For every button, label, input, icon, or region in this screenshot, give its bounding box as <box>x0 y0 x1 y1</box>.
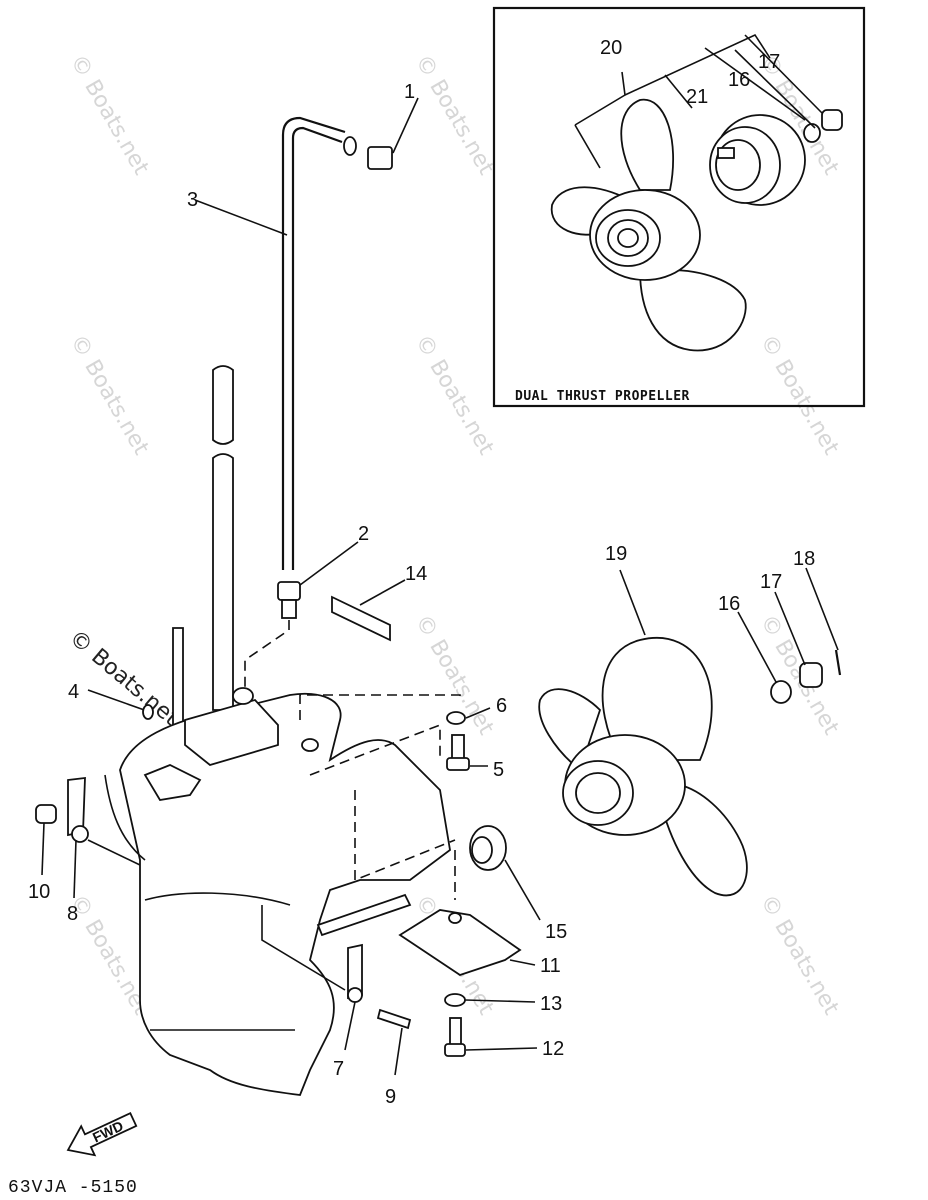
washer-part-13 <box>444 993 536 1007</box>
grommet-part-15 <box>469 825 541 921</box>
inset-label: DUAL THRUST PROPELLER <box>515 389 690 404</box>
callout-layer: 1 2 3 4 5 6 7 8 9 10 11 12 13 14 15 16 1… <box>28 37 815 1108</box>
callout-label: 19 <box>605 543 627 565</box>
water-hose <box>194 116 357 570</box>
callout-label: 5 <box>493 759 504 781</box>
part-14 <box>331 579 406 642</box>
watermark: © Boats.net <box>65 331 154 460</box>
callout-label: 21 <box>686 86 708 108</box>
callout-label: 13 <box>540 993 562 1015</box>
callout-label: 3 <box>187 189 198 211</box>
bolt-part-5 <box>446 734 488 771</box>
callout-label: 15 <box>545 921 567 943</box>
callout-label: 16 <box>718 593 740 615</box>
nut-part-10 <box>35 804 57 876</box>
watermark: © Boats.net <box>410 331 499 460</box>
callout-label: 20 <box>600 37 622 59</box>
callout-label: 4 <box>68 681 79 703</box>
trim-tab-part-11 <box>398 909 536 976</box>
callout-label: 7 <box>333 1058 344 1080</box>
callout-label: 14 <box>405 563 427 585</box>
washer-part-6 <box>446 707 491 725</box>
bolt-part-12 <box>444 1017 538 1057</box>
callout-label: 12 <box>542 1038 564 1060</box>
screw-part-9 <box>376 1008 412 1076</box>
diagram-code: 63VJA -5150 <box>8 1178 138 1198</box>
watermark-overlay: © Boats.net <box>64 625 183 731</box>
nut-part-17 <box>774 591 823 688</box>
fwd-label: FWD <box>90 1117 126 1145</box>
watermark: © Boats.net <box>755 331 844 460</box>
inset-nut <box>821 109 843 131</box>
callout-label: 2 <box>358 523 369 545</box>
callout-label: 8 <box>67 903 78 925</box>
inset-frame <box>492 6 866 408</box>
inset-dual-thrust-propeller: DUAL THRUST PROPELLER <box>492 6 866 408</box>
anode-part-8 <box>67 776 141 899</box>
callout-label: 18 <box>793 548 815 570</box>
callout-label: 17 <box>758 51 780 73</box>
watermark: © Boats.net <box>410 51 499 180</box>
callout-label: 17 <box>760 571 782 593</box>
propeller-part-19 <box>538 569 748 897</box>
callout-label: 1 <box>404 81 415 103</box>
callout-label: 6 <box>496 695 507 717</box>
inset-hub-kit <box>709 114 806 206</box>
leader-4 <box>87 689 151 713</box>
callout-label: 11 <box>540 955 561 977</box>
callout-label: 9 <box>385 1086 396 1108</box>
anode-part-7 <box>344 943 363 1051</box>
lower-unit-housing <box>104 687 461 1096</box>
callout-label: 10 <box>28 881 50 903</box>
fwd-arrow: FWD <box>66 1112 138 1157</box>
grommet-part-1 <box>367 97 419 170</box>
part-4 <box>142 704 154 720</box>
fitting-part-2 <box>244 541 359 690</box>
inset-washer <box>803 123 821 143</box>
washer-part-16 <box>737 611 792 704</box>
callout-label: 16 <box>728 69 750 91</box>
pin-part-18 <box>805 567 842 676</box>
watermark: © Boats.net <box>755 891 844 1020</box>
inset-propeller <box>550 98 747 352</box>
watermark: © Boats.net <box>65 51 154 180</box>
